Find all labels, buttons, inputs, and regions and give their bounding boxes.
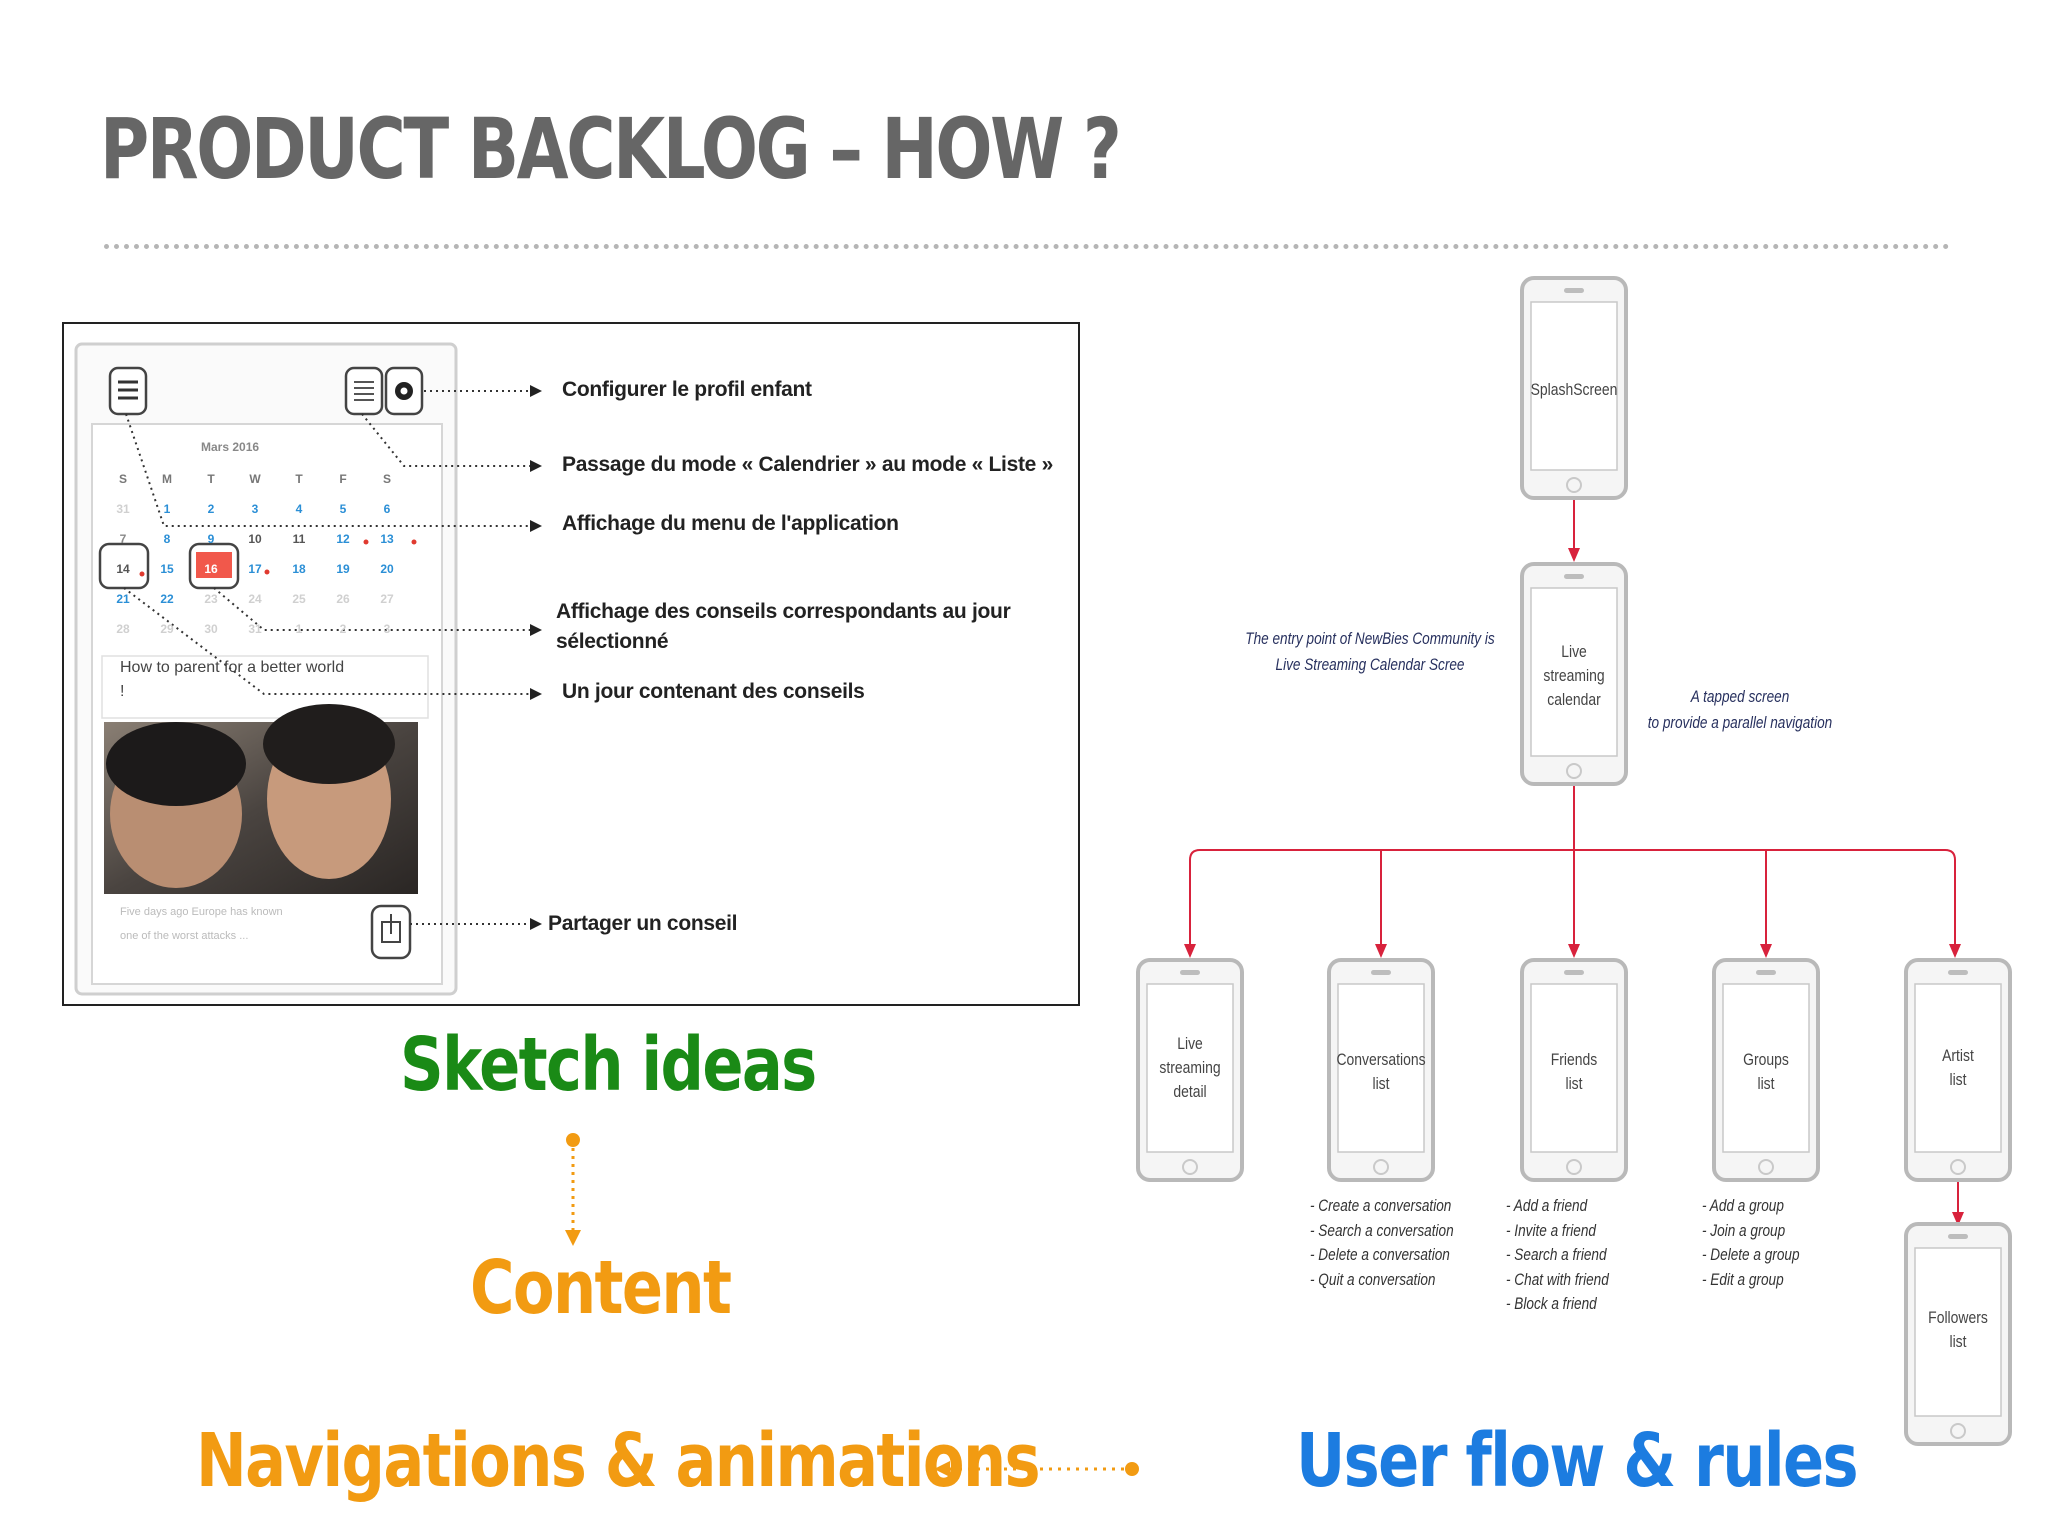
- calendar-day[interactable]: 6: [383, 502, 391, 516]
- advice-card-header: [101, 655, 429, 719]
- calendar-day[interactable]: 4: [295, 502, 303, 516]
- advice-card-text-line-1: Five days ago Europe has known: [120, 906, 283, 918]
- calendar-day[interactable]: 15: [160, 562, 174, 576]
- annotation-day-advice-line-2: sélectionné: [556, 630, 669, 653]
- calendar-day[interactable]: 3: [383, 622, 391, 636]
- weekday-label: W: [249, 472, 261, 486]
- calendar-day[interactable]: 3: [251, 502, 259, 516]
- weekday-label: T: [295, 472, 303, 486]
- calendar-day[interactable]: 28: [116, 622, 130, 636]
- calendar-day[interactable]: 14: [116, 562, 130, 576]
- calendar-day[interactable]: 12: [336, 532, 350, 546]
- advice-card-title: How to parent for a better world !: [120, 659, 345, 700]
- calendar-day[interactable]: 22: [160, 592, 174, 606]
- weekday-label: S: [382, 472, 391, 486]
- calendar-day[interactable]: 30: [204, 622, 218, 636]
- calendar-day[interactable]: 11: [292, 532, 306, 546]
- annotation-advice-day: Un jour contenant des conseils: [562, 680, 865, 703]
- calendar-day[interactable]: 29: [160, 622, 174, 636]
- calendar-day[interactable]: 17: [248, 562, 262, 576]
- calendar-day[interactable]: 20: [380, 562, 394, 576]
- screen-splash: SplashScreen: [1530, 380, 1618, 399]
- sketch-to-content-arrow: [565, 1133, 581, 1246]
- calendar-day[interactable]: 19: [336, 562, 350, 576]
- title-divider: [104, 244, 1950, 249]
- sketch-drawing: [74, 342, 542, 996]
- conversation-actions: - Create a conversation - Search a conve…: [1310, 1196, 1454, 1289]
- calendar-day[interactable]: 21: [116, 592, 130, 606]
- calendar-day[interactable]: 16: [204, 562, 218, 576]
- annotation-mode-switch: Passage du mode « Calendrier » au mode «…: [562, 453, 1053, 476]
- annotation-day-advice-line-1: Affichage des conseils correspondants au…: [556, 600, 1011, 623]
- step-user-flow: User flow & rules: [1296, 1418, 1859, 1504]
- calendar-month: Mars 2016: [201, 440, 260, 454]
- annotation-profile: Configurer le profil enfant: [562, 378, 812, 401]
- calendar-day[interactable]: 2: [339, 622, 347, 636]
- slide-title: PRODUCT BACKLOG – HOW ?: [100, 100, 1122, 198]
- weekday-label: T: [207, 472, 215, 486]
- weekday-label: M: [162, 472, 172, 486]
- calendar-day[interactable]: 26: [336, 592, 350, 606]
- calendar-day[interactable]: 9: [207, 532, 215, 546]
- step-navigations: Navigations & animations: [196, 1418, 1041, 1504]
- calendar-day[interactable]: 5: [339, 502, 347, 516]
- calendar-day[interactable]: 10: [248, 532, 262, 546]
- list-mode-icon: [344, 366, 384, 416]
- calendar-day[interactable]: 31: [248, 622, 262, 636]
- group-actions: - Add a group - Join a group - Delete a …: [1702, 1196, 1800, 1289]
- calendar-day[interactable]: 13: [380, 532, 394, 546]
- calendar-day[interactable]: 18: [292, 562, 306, 576]
- step-sketch-ideas: Sketch ideas: [400, 1022, 817, 1108]
- step-content: Content: [470, 1245, 732, 1331]
- advice-card-text-line-2: one of the worst attacks ...: [120, 930, 249, 942]
- annotation-share: Partager un conseil: [548, 912, 738, 935]
- calendar-day[interactable]: 25: [292, 592, 306, 606]
- calendar-day[interactable]: 23: [204, 592, 218, 606]
- calendar-day[interactable]: 2: [207, 502, 215, 516]
- calendar-day[interactable]: 27: [380, 592, 394, 606]
- calendar-day[interactable]: 24: [248, 592, 262, 606]
- calendar-day[interactable]: 31: [116, 502, 130, 516]
- calendar-day[interactable]: 1: [295, 622, 303, 636]
- weekday-label: F: [339, 472, 347, 486]
- calendar-day[interactable]: 1: [163, 502, 171, 516]
- weekday-label: S: [118, 472, 127, 486]
- friend-actions: - Add a friend - Invite a friend - Searc…: [1506, 1196, 1609, 1313]
- userflow-to-navigation-arrow: [934, 1461, 1139, 1477]
- annotation-menu: Affichage du menu de l'application: [562, 512, 899, 535]
- calendar-day[interactable]: 7: [119, 532, 127, 546]
- calendar-day[interactable]: 8: [163, 532, 171, 546]
